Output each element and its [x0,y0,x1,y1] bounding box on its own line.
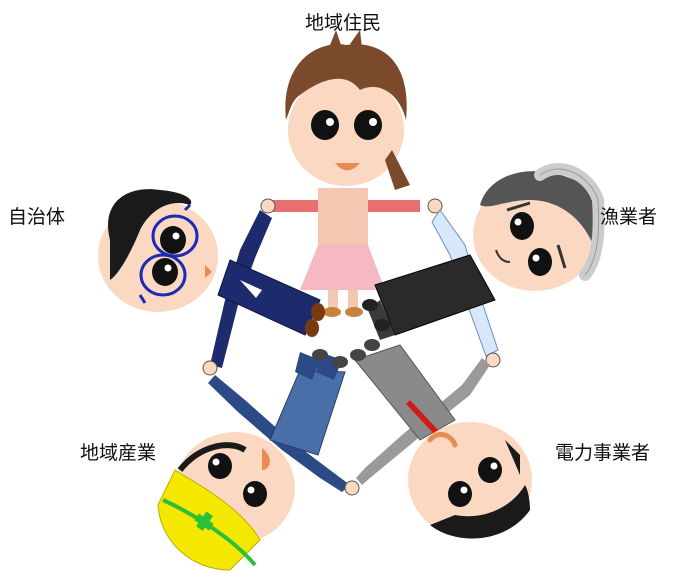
municipality-head [98,189,218,312]
label-power-company: 電力事業者 [555,442,651,464]
industry-head [157,432,295,571]
power-body [350,339,490,485]
resident-head [285,30,410,190]
municipality-body [202,210,325,376]
fisher-body [362,209,501,368]
resident-body [260,188,443,317]
label-local-residents: 地域住民 [305,12,382,34]
fisher-head [473,163,605,291]
power-head [408,422,532,539]
label-fisheries: 漁業者 [600,206,658,228]
label-municipality: 自治体 [8,206,66,228]
label-local-industry: 地域産業 [80,442,157,464]
industry-body [208,349,360,496]
